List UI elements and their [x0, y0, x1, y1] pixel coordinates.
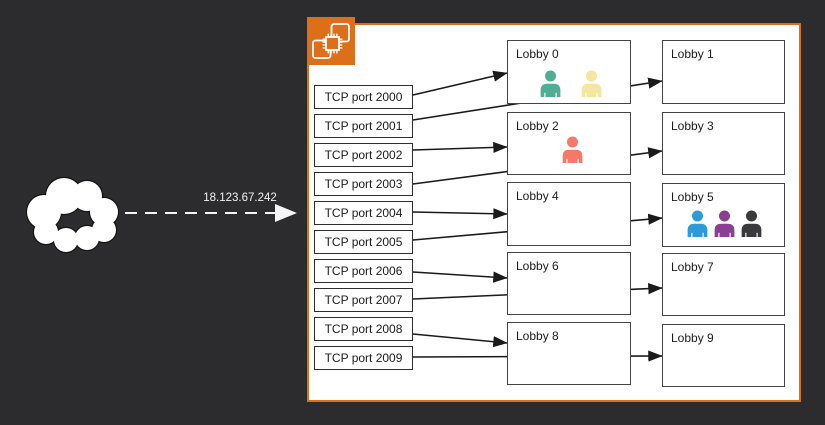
ec2-icon [307, 17, 355, 65]
tcp-port-2008: TCP port 2008 [314, 317, 413, 341]
tcp-port-2007: TCP port 2007 [314, 288, 413, 312]
connector-port-2004-lobby-4 [412, 208, 508, 220]
lobby-2: Lobby 2 [507, 112, 631, 175]
connector-port-2002-lobby-2 [412, 141, 508, 154]
person-icon [740, 210, 763, 237]
port-label: TCP port 2002 [324, 148, 403, 162]
tcp-port-2003: TCP port 2003 [314, 172, 413, 196]
lobby-1: Lobby 1 [662, 40, 785, 104]
person-icon [713, 210, 736, 237]
lobby-label: Lobby 4 [516, 189, 559, 203]
ec2-chip-glyph [312, 23, 350, 59]
person-icon [561, 136, 584, 163]
tcp-port-2009: TCP port 2009 [314, 346, 413, 370]
port-label: TCP port 2003 [324, 177, 403, 191]
lobby-6: Lobby 6 [507, 252, 631, 315]
port-label: TCP port 2009 [324, 351, 403, 365]
ip-label: 18.123.67.242 [203, 192, 277, 204]
lobby-label: Lobby 9 [671, 331, 714, 345]
tcp-port-2001: TCP port 2001 [314, 114, 413, 138]
lobby-8: Lobby 8 [507, 322, 631, 385]
port-label: TCP port 2004 [324, 206, 403, 220]
connector-port-2006-lobby-6 [412, 271, 508, 283]
port-label: TCP port 2007 [324, 293, 403, 307]
lobby-3: Lobby 3 [662, 112, 785, 175]
port-label: TCP port 2006 [324, 264, 403, 278]
port-label: TCP port 2001 [324, 119, 403, 133]
lobby-label: Lobby 6 [516, 259, 559, 273]
connector-port-2008-lobby-8 [412, 333, 508, 348]
lobby-4: Lobby 4 [507, 182, 631, 246]
lobby-label: Lobby 0 [516, 47, 559, 61]
lobby-5: Lobby 5 [662, 183, 785, 247]
lobby-label: Lobby 3 [671, 119, 714, 133]
port-label: TCP port 2005 [324, 235, 403, 249]
person-icon [580, 70, 603, 97]
lobby-label: Lobby 5 [671, 190, 714, 204]
port-label: TCP port 2008 [324, 322, 403, 336]
lobby-0: Lobby 0 [507, 40, 631, 104]
tcp-port-2000: TCP port 2000 [314, 85, 413, 109]
lobby-label: Lobby 2 [516, 119, 559, 133]
tcp-port-2006: TCP port 2006 [314, 259, 413, 283]
tcp-port-2002: TCP port 2002 [314, 143, 413, 167]
connector-port-2000-lobby-0 [412, 70, 508, 96]
person-icon [539, 70, 562, 97]
port-label: TCP port 2000 [324, 90, 403, 104]
tcp-port-2004: TCP port 2004 [314, 201, 413, 225]
lobby-label: Lobby 8 [516, 329, 559, 343]
lobby-7: Lobby 7 [662, 253, 785, 316]
internet-cloud-icon [25, 176, 120, 254]
lobby-9: Lobby 9 [662, 324, 785, 387]
lobby-label: Lobby 7 [671, 260, 714, 274]
person-icon [686, 210, 709, 237]
lobby-label: Lobby 1 [671, 47, 714, 61]
tcp-port-2005: TCP port 2005 [314, 230, 413, 254]
